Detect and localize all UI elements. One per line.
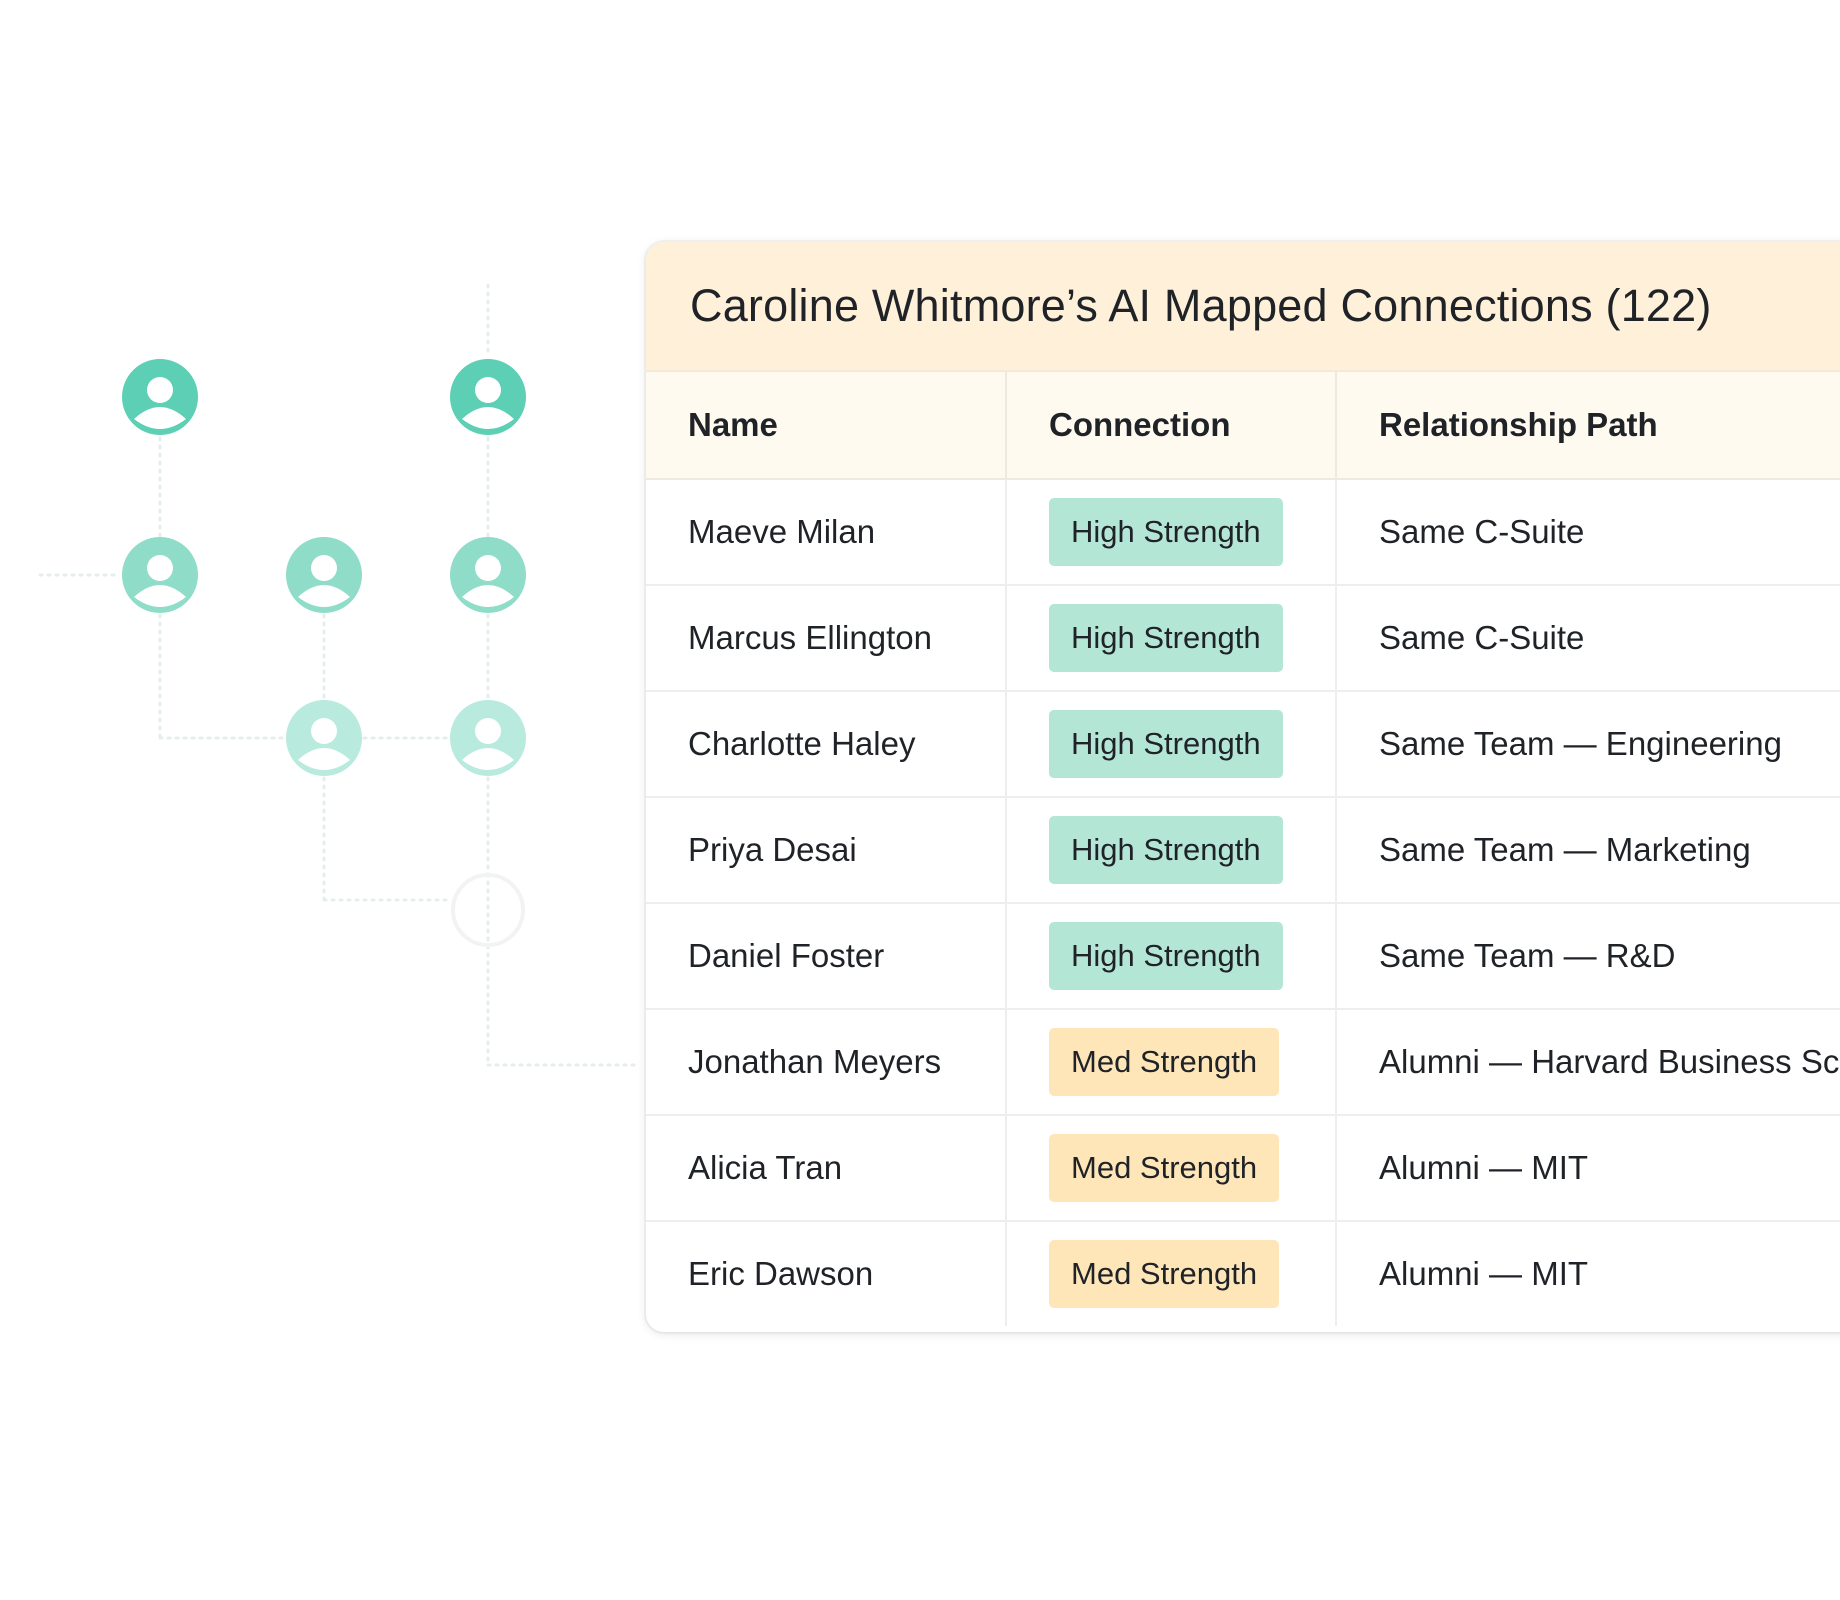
cell-relationship-path: Same Team — Marketing bbox=[1336, 797, 1840, 904]
cell-connection: Med Strength bbox=[1006, 1115, 1337, 1222]
avatar-node[interactable] bbox=[122, 537, 198, 613]
cell-name: Charlotte Haley bbox=[646, 691, 1007, 798]
cell-connection: High Strength bbox=[1006, 691, 1337, 798]
table-row[interactable]: Daniel Foster High Strength Same Team — … bbox=[646, 903, 1840, 1010]
connections-card: Caroline Whitmore’s AI Mapped Connection… bbox=[646, 242, 1840, 1332]
cell-relationship-path: Alumni — MIT bbox=[1379, 1255, 1589, 1292]
strength-badge: High Strength bbox=[1049, 922, 1283, 990]
cell-connection: High Strength bbox=[1006, 585, 1337, 692]
cell-relationship-path: Same C-Suite bbox=[1336, 479, 1840, 586]
cell-connection: High Strength bbox=[1006, 479, 1337, 586]
table-row[interactable]: Maeve Milan High Strength Same C-Suite bbox=[646, 479, 1840, 586]
avatar-node[interactable] bbox=[122, 359, 198, 435]
strength-badge: High Strength bbox=[1049, 604, 1283, 672]
strength-badge: Med Strength bbox=[1049, 1240, 1280, 1308]
connection-network-graph bbox=[0, 0, 660, 1300]
connections-table: Name Connection Relationship Path Maeve … bbox=[646, 372, 1840, 1326]
avatar-node[interactable] bbox=[450, 359, 526, 435]
cell-connection: Med Strength bbox=[1006, 1221, 1337, 1326]
cell-name: Jonathan Meyers bbox=[646, 1009, 1007, 1116]
network-connector-lines bbox=[38, 283, 642, 1067]
table-header-row: Name Connection Relationship Path bbox=[646, 372, 1840, 480]
cell-relationship-path: Alumni — MIT bbox=[1336, 1115, 1840, 1222]
cell-name: Alicia Tran bbox=[646, 1115, 1007, 1222]
table-row[interactable]: Charlotte Haley High Strength Same Team … bbox=[646, 691, 1840, 798]
cell-name: Maeve Milan bbox=[646, 479, 1007, 586]
card-header: Caroline Whitmore’s AI Mapped Connection… bbox=[646, 242, 1840, 372]
strength-badge: High Strength bbox=[1049, 816, 1283, 884]
placeholder-node bbox=[451, 873, 525, 947]
strength-badge: Med Strength bbox=[1049, 1134, 1280, 1202]
strength-badge: Med Strength bbox=[1049, 1028, 1280, 1096]
table-row[interactable]: Priya Desai High Strength Same Team — Ma… bbox=[646, 797, 1840, 904]
cell-relationship-path: Same Team — Engineering bbox=[1336, 691, 1840, 798]
table-row[interactable]: Marcus Ellington High Strength Same C-Su… bbox=[646, 585, 1840, 692]
table-row[interactable]: Alicia Tran Med Strength Alumni — MIT bbox=[646, 1115, 1840, 1222]
strength-badge: High Strength bbox=[1049, 710, 1283, 778]
avatar-node[interactable] bbox=[450, 537, 526, 613]
avatar-node[interactable] bbox=[286, 537, 362, 613]
avatar-node[interactable] bbox=[450, 700, 526, 776]
cell-name: Marcus Ellington bbox=[646, 585, 1007, 692]
cell-relationship-path: Same Team — R&D bbox=[1336, 903, 1840, 1010]
strength-badge: High Strength bbox=[1049, 498, 1283, 566]
cell-name: Eric Dawson bbox=[646, 1221, 1007, 1326]
column-header-connection[interactable]: Connection bbox=[1006, 372, 1337, 480]
cell-connection: High Strength bbox=[1006, 797, 1337, 904]
cell-name: Daniel Foster bbox=[646, 903, 1007, 1010]
avatar-node[interactable] bbox=[286, 700, 362, 776]
network-graph-svg bbox=[38, 283, 642, 1067]
cell-relationship-path: Same C-Suite bbox=[1336, 585, 1840, 692]
column-header-relationship-path[interactable]: Relationship Path bbox=[1336, 372, 1840, 480]
cell-connection: Med Strength bbox=[1006, 1009, 1337, 1116]
table-row[interactable]: Jonathan Meyers Med Strength Alumni — Ha… bbox=[646, 1009, 1840, 1116]
column-header-name[interactable]: Name bbox=[646, 372, 1007, 480]
cell-connection: High Strength bbox=[1006, 903, 1337, 1010]
cell-relationship-path: Alumni — Harvard Business School bbox=[1336, 1009, 1840, 1116]
cell-name: Priya Desai bbox=[646, 797, 1007, 904]
card-title: Caroline Whitmore’s AI Mapped Connection… bbox=[690, 280, 1712, 331]
table-row[interactable]: Eric Dawson Med Strength Alumni — MIT bbox=[646, 1221, 1840, 1326]
